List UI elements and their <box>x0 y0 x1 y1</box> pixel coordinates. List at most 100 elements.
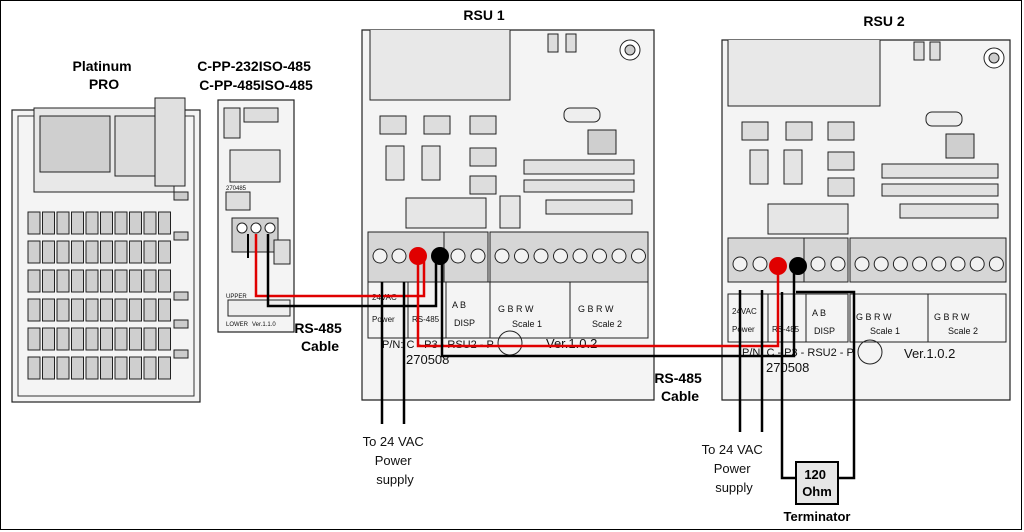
platinum-io-module <box>100 211 113 235</box>
converter-version: Ver.1.1.0 <box>252 322 276 328</box>
rsu2-scale1-pins: G B R W <box>856 312 892 322</box>
platinum-io-module <box>158 298 171 322</box>
wire-black-converter-rsu1 <box>266 234 438 308</box>
rsu1-rs485-b-terminal <box>431 247 449 265</box>
platinum-io-module <box>114 211 128 235</box>
rsu2-serial: 270508 <box>766 360 809 375</box>
platinum-io-module <box>42 327 55 351</box>
terminal-screw <box>514 248 529 264</box>
platinum-io-module <box>85 211 99 235</box>
wire-red-converter-rsu1 <box>254 234 426 298</box>
converter-code: 270485 <box>226 186 247 192</box>
converter-lower: LOWER <box>226 322 249 328</box>
platinum-io-module <box>158 356 171 380</box>
terminal-screw <box>572 248 588 264</box>
terminal-screw <box>931 256 947 272</box>
rsu1-disp-label: DISP <box>454 318 475 328</box>
terminal-screw <box>470 248 486 264</box>
converter-upper: UPPER <box>226 294 247 300</box>
rsu1-scale2-pins: G B R W <box>578 304 614 314</box>
rsu1-serial: 270508 <box>406 352 449 367</box>
wire-black-rsu1-rsu2 <box>440 262 796 358</box>
platinum-io-module <box>114 269 128 293</box>
platinum-io-module <box>42 298 55 322</box>
platinum-pro-label: Platinum PRO <box>72 58 135 92</box>
terminal-screw <box>391 248 407 264</box>
platinum-io-module <box>85 240 99 264</box>
terminal-screw <box>553 248 568 264</box>
terminal-screw <box>631 248 646 264</box>
terminal-screw <box>830 256 846 272</box>
terminal-screw <box>854 256 870 272</box>
platinum-io-module <box>56 269 70 293</box>
platinum-io-module <box>143 211 157 235</box>
platinum-io-module <box>143 269 157 293</box>
wire-red-rsu1-rsu2 <box>416 262 780 348</box>
platinum-io-module <box>27 240 41 264</box>
rsu1-version: Ver.1.0.2 <box>546 336 597 351</box>
rsu2-scale1-label: Scale 1 <box>870 326 900 336</box>
platinum-io-module <box>71 240 84 264</box>
cable2-label: RS-485 Cable <box>654 370 705 404</box>
platinum-io-module <box>27 211 41 235</box>
platinum-io-module <box>27 356 41 380</box>
rsu1-disp-ab: A B <box>452 300 466 310</box>
platinum-io-module <box>129 327 142 351</box>
platinum-io-module <box>129 211 142 235</box>
terminal-screw <box>969 256 985 272</box>
platinum-io-module <box>85 269 99 293</box>
platinum-io-module <box>158 327 171 351</box>
power2-label: To 24 VAC Power supply <box>702 442 767 495</box>
platinum-io-module <box>27 327 41 351</box>
rsu1-rs485-label: RS-485 <box>412 315 440 324</box>
platinum-io-module <box>114 298 128 322</box>
terminal-screw <box>611 248 627 264</box>
terminal-screw <box>372 248 388 264</box>
terminal-screw <box>950 256 966 272</box>
platinum-io-module <box>143 327 157 351</box>
platinum-io-module <box>129 298 142 322</box>
platinum-io-module <box>143 298 157 322</box>
converter-label: C-PP-232ISO-485 C-PP-485ISO-485 <box>197 58 315 93</box>
platinum-io-module <box>56 356 70 380</box>
terminal-screw <box>494 248 510 264</box>
rsu1-rs485-a-terminal <box>409 247 427 265</box>
platinum-io-module <box>71 298 84 322</box>
platinum-io-module <box>158 269 171 293</box>
platinum-io-module <box>143 356 157 380</box>
platinum-io-module <box>100 327 113 351</box>
platinum-pro-cabinet <box>11 97 201 403</box>
terminal-screw <box>988 256 1004 272</box>
platinum-io-module <box>56 211 70 235</box>
terminator-value: 120 Ohm <box>802 467 832 499</box>
cable1-label: RS-485 Cable <box>294 320 345 354</box>
terminal-screw <box>892 256 908 272</box>
terminal-screw <box>873 256 889 272</box>
rsu1-scale2-label: Scale 2 <box>592 319 622 329</box>
power1-label: To 24 VAC Power supply <box>363 434 428 487</box>
platinum-io-module <box>114 240 128 264</box>
rsu1-title: RSU 1 <box>463 7 504 23</box>
rsu2-disp-ab: A B <box>812 308 826 318</box>
platinum-io-module <box>71 356 84 380</box>
rsu1-scale1-label: Scale 1 <box>512 319 542 329</box>
wire-terminator-b <box>796 290 856 480</box>
platinum-io-module <box>100 240 113 264</box>
rsu2-rs485-a-terminal <box>769 257 787 275</box>
rsu2-version: Ver.1.0.2 <box>904 346 955 361</box>
platinum-io-module <box>158 211 171 235</box>
platinum-io-module <box>85 356 99 380</box>
terminal-screw <box>450 248 466 264</box>
platinum-io-module <box>158 240 171 264</box>
platinum-io-module <box>56 327 70 351</box>
rsu2-rs485-label: RS-485 <box>772 325 800 334</box>
platinum-io-module <box>42 211 55 235</box>
platinum-io-module <box>100 298 113 322</box>
rsu1-scale1-pins: G B R W <box>498 304 534 314</box>
terminal-screw <box>592 248 607 264</box>
